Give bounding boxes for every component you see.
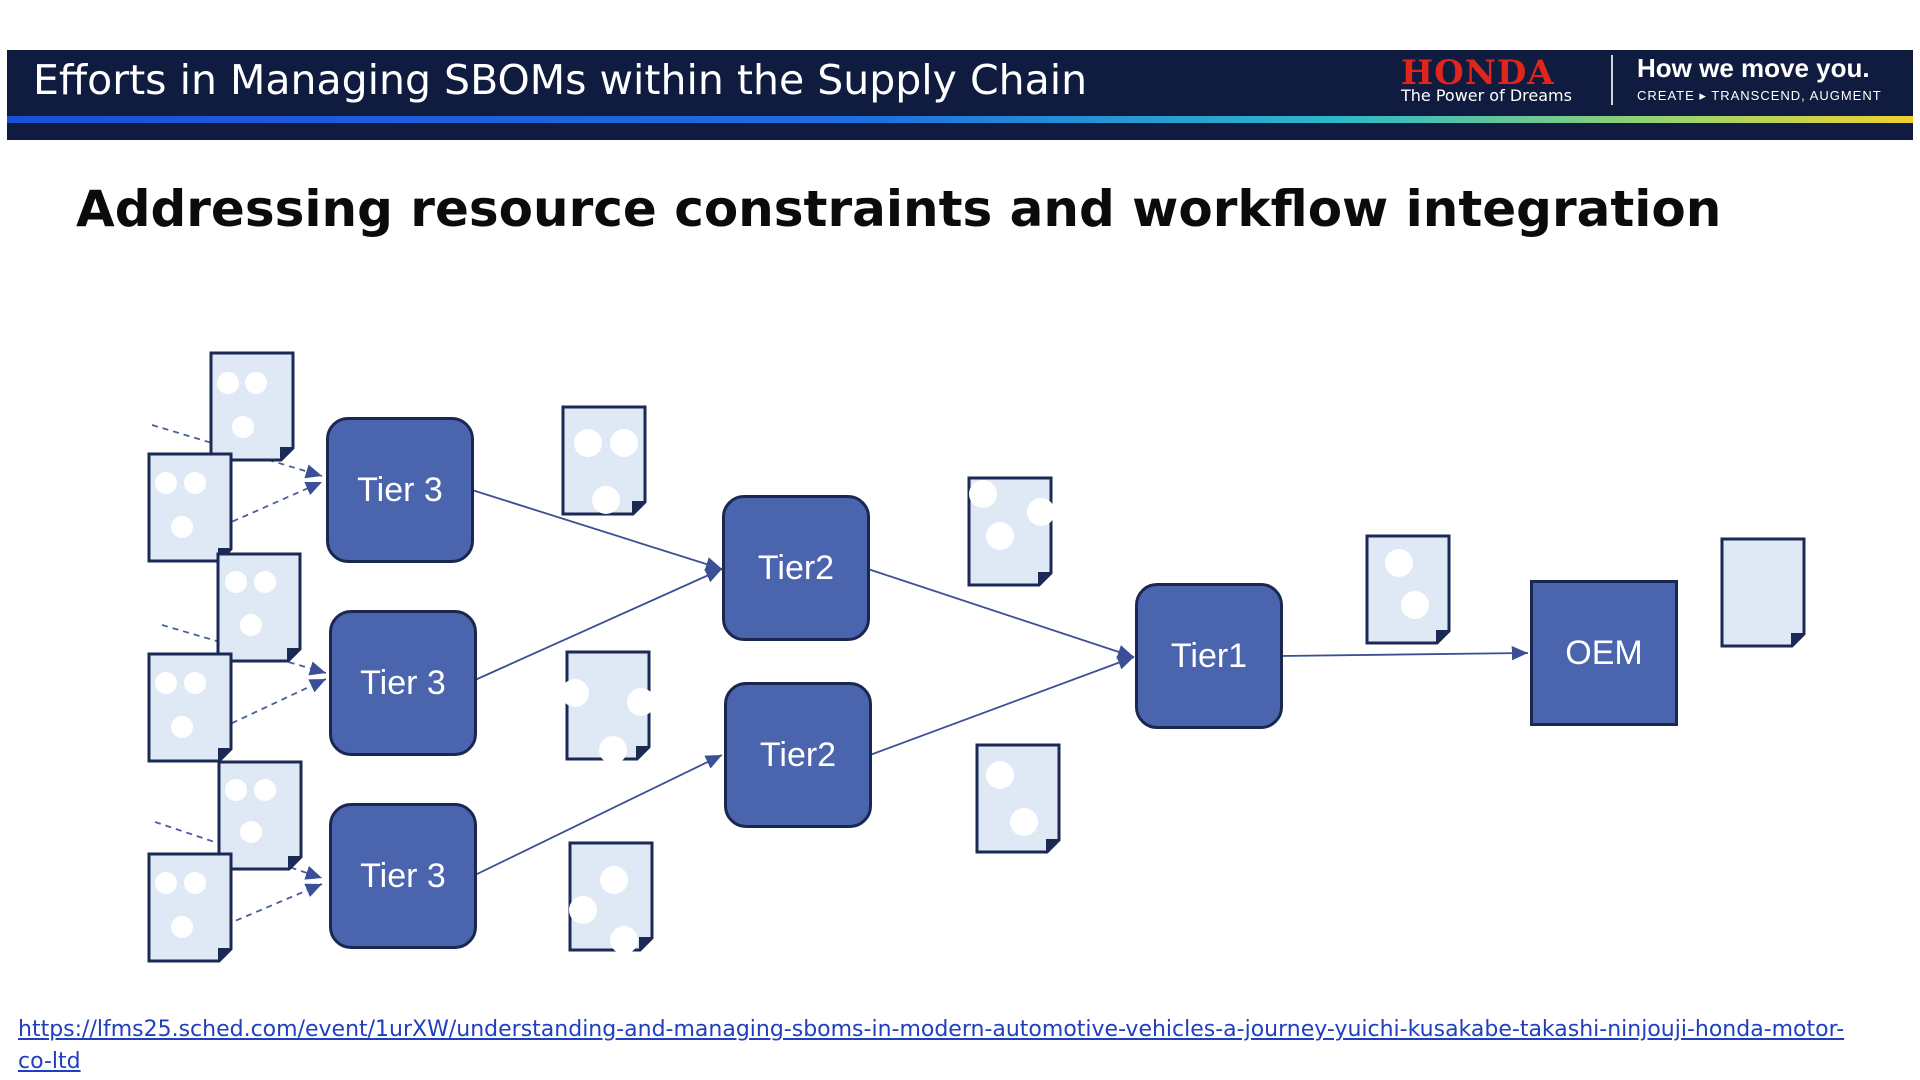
- sbom-document-icon: [561, 650, 655, 764]
- sbom-document-icon: [1720, 537, 1806, 648]
- slide-subtitle: Addressing resource constraints and work…: [76, 180, 1722, 238]
- sbom-document-icon: [568, 841, 654, 954]
- sbom-document-icon: [216, 552, 302, 663]
- slogan-sub: CREATE ▸ TRANSCEND, AUGMENT: [1637, 88, 1882, 103]
- node-tier2: Tier2: [722, 495, 870, 641]
- sbom-document-icon: [1365, 534, 1451, 645]
- node-tier3: Tier 3: [329, 610, 477, 756]
- slogan: How we move you.: [1637, 53, 1870, 83]
- node-tier2: Tier2: [724, 682, 872, 828]
- node-tier3: Tier 3: [326, 417, 474, 563]
- sbom-document-icon: [967, 476, 1055, 587]
- honda-logo: HONDA The Power of Dreams: [1391, 53, 1591, 113]
- reference-link[interactable]: https://lfms25.sched.com/event/1urXW/und…: [18, 1017, 1845, 1074]
- sbom-document-icon: [209, 351, 295, 462]
- brand-divider: [1611, 55, 1613, 105]
- header-gradient-bar: [7, 116, 1913, 123]
- header-title: Efforts in Managing SBOMs within the Sup…: [33, 56, 1088, 104]
- node-tier3: Tier 3: [329, 803, 477, 949]
- header-banner: Efforts in Managing SBOMs within the Sup…: [7, 50, 1913, 140]
- brand-logo-text: HONDA: [1401, 53, 1555, 93]
- sbom-document-icon: [147, 652, 233, 763]
- node-oem: OEM: [1530, 580, 1678, 726]
- sbom-document-icon: [975, 743, 1061, 854]
- connection-lines: [471, 489, 1529, 876]
- sbom-document-icon: [147, 852, 233, 963]
- sbom-document-icon: [147, 452, 233, 563]
- sbom-document-icon: [561, 405, 647, 516]
- sbom-document-icon: [217, 760, 303, 871]
- brand-tagline: The Power of Dreams: [1401, 86, 1572, 105]
- node-tier1: Tier1: [1135, 583, 1283, 729]
